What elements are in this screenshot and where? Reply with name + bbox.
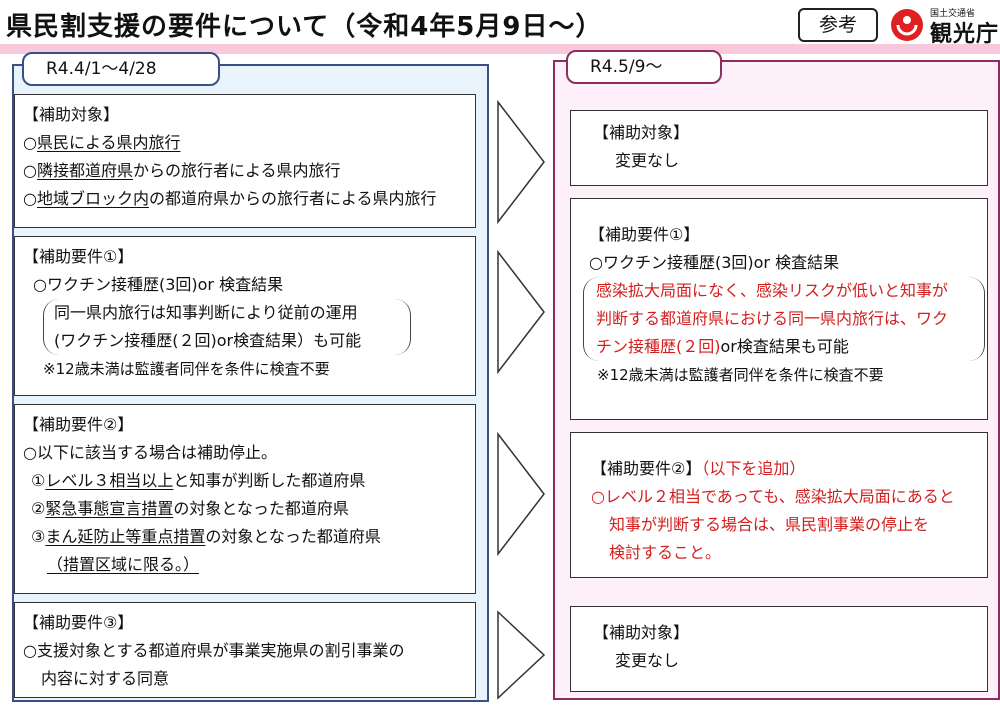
right-subsidy-target-box: 【補助対象】 変更なし	[570, 110, 988, 186]
box-heading: 【補助要件②】（以下を追加）	[591, 459, 806, 478]
box-heading: 【補助対象】	[593, 623, 690, 642]
list-item: ③まん延防止等重点措置の対象となった都道府県	[31, 527, 381, 546]
note-line: 判断する都道府県における同一県内旅行は、ワク	[596, 309, 949, 328]
list-item: ①レベル３相当以上と知事が判断した都道府県	[31, 471, 366, 490]
right-requirement2-box: 【補助要件②】（以下を追加） ○レベル２相当であっても、感染拡大局面にあると 知…	[570, 432, 988, 578]
note-line: 同一県内旅行は知事判断により従前の運用	[54, 303, 358, 322]
reference-badge: 参考	[798, 8, 878, 42]
right-requirement1-box: 【補助要件①】 ○ワクチン接種歴(3回)or 検査結果 感染拡大局面になく、感染…	[570, 198, 988, 420]
note-line: チン接種歴(２回)or検査結果も可能	[596, 337, 849, 356]
chevron-arrow-icon	[497, 432, 545, 556]
list-item: ○ワクチン接種歴(3回)or 検査結果	[33, 275, 284, 294]
chevron-arrow-icon	[497, 610, 546, 700]
page-title: 県民割支援の要件について（令和4年5月9日～）	[6, 12, 603, 42]
header-band	[0, 44, 1000, 54]
left-subsidy-target-box: 【補助対象】 ○県民による県内旅行 ○隣接都道府県からの旅行者による県内旅行 ○…	[14, 94, 476, 228]
footnote: ※12歳未満は監護者同伴を条件に検査不要	[43, 360, 330, 378]
list-item: （措置区域に限る。）	[47, 555, 200, 574]
list-item: ○支援対象とする都道府県が事業実施県の割引事業の	[23, 641, 405, 660]
parenthetical-note: 同一県内旅行は知事判断により従前の運用 (ワクチン接種歴(２回)or検査結果）も…	[43, 299, 411, 355]
left-period-tab: R4.4/1～4/28	[22, 52, 220, 86]
footnote: ※12歳未満は監護者同伴を条件に検査不要	[597, 366, 884, 384]
box-heading: 【補助要件①】	[23, 247, 134, 266]
list-item: 変更なし	[615, 151, 680, 170]
chevron-arrow-icon	[497, 250, 545, 374]
list-item: 内容に対する同意	[41, 669, 170, 688]
left-requirement1-box: 【補助要件①】 ○ワクチン接種歴(3回)or 検査結果 同一県内旅行は知事判断に…	[14, 236, 476, 396]
box-heading: 【補助要件①】	[589, 225, 700, 244]
note-line: (ワクチン接種歴(２回)or検査結果）も可能	[54, 331, 362, 350]
list-item: ○隣接都道府県からの旅行者による県内旅行	[23, 161, 341, 180]
note-line: 感染拡大局面になく、感染リスクが低いと知事が	[596, 281, 949, 300]
left-requirement2-box: 【補助要件②】 ○以下に該当する場合は補助停止。 ①レベル３相当以上と知事が判断…	[14, 404, 476, 594]
box-heading: 【補助要件②】	[23, 415, 134, 434]
mlit-logo-icon	[891, 9, 923, 41]
box-heading: 【補助対象】	[593, 123, 690, 142]
list-item: ○レベル２相当であっても、感染拡大局面にあると	[591, 487, 955, 506]
list-item: ○ワクチン接種歴(3回)or 検査結果	[589, 253, 840, 272]
logo-agency-text: 観光庁	[930, 22, 1000, 47]
parenthetical-note: 感染拡大局面になく、感染リスクが低いと知事が 判断する都道府県における同一県内旅…	[583, 277, 985, 361]
right-period-tab: R4.5/9～	[566, 50, 722, 84]
list-item: ○地域ブロック内の都道府県からの旅行者による県内旅行	[23, 189, 437, 208]
list-item: 検討すること。	[609, 543, 722, 562]
box-heading: 【補助要件③】	[23, 613, 134, 632]
list-item: ②緊急事態宣言措置の対象となった都道府県	[31, 499, 349, 518]
list-item: ○県民による県内旅行	[23, 133, 181, 152]
right-requirement3-box: 【補助対象】 変更なし	[570, 606, 988, 692]
list-item: 知事が判断する場合は、県民割事業の停止を	[609, 515, 930, 534]
list-item: ○以下に該当する場合は補助停止。	[23, 443, 277, 462]
chevron-arrow-icon	[497, 100, 545, 224]
left-requirement3-box: 【補助要件③】 ○支援対象とする都道府県が事業実施県の割引事業の 内容に対する同…	[14, 602, 476, 698]
logo-ministry-text: 国土交通省	[930, 9, 976, 19]
list-item: 変更なし	[615, 651, 680, 670]
box-heading: 【補助対象】	[23, 105, 120, 124]
